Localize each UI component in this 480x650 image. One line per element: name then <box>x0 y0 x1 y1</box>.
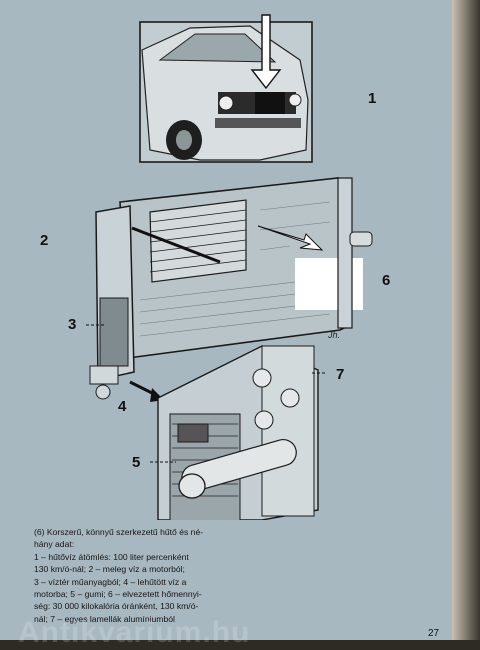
caption-line: 130 km/ó-nál; 2 – meleg víz a motorból; <box>34 564 185 575</box>
caption-line: hány adat: <box>34 539 75 550</box>
detail-inset <box>157 345 319 520</box>
car-illustration <box>139 14 313 163</box>
radiator-drawing <box>89 177 373 402</box>
radiator-illustration <box>86 14 373 520</box>
watermark: Antikvarium.hu <box>18 616 251 649</box>
page-number: 27 <box>428 628 440 639</box>
caption-line: motorba; 5 – gumi; 6 – elvezetett hőmenn… <box>34 589 202 600</box>
figure-label-4: 4 <box>118 398 127 415</box>
artist-signature: Jh. <box>328 330 341 340</box>
figure-label-6: 6 <box>382 272 391 289</box>
figure-label-5: 5 <box>132 454 141 471</box>
book-edge <box>452 0 480 640</box>
figure-label-7: 7 <box>336 366 345 383</box>
caption-line: 3 – víztér műanyagból; 4 – lehűtött víz … <box>34 576 187 587</box>
figure-label-3: 3 <box>68 316 77 333</box>
caption-line: 1 – hűtővíz átömlés: 100 liter percenkén… <box>34 551 189 562</box>
figure-label-1: 1 <box>368 90 377 107</box>
figure-label-2: 2 <box>40 232 49 249</box>
caption-line: nál; 7 – egyes lamellák alumíniumból <box>34 613 175 624</box>
caption-line: ség: 30 000 kilokalória óránként, 130 km… <box>34 601 199 612</box>
caption-line: (6) Korszerű, könnyű szerkezetű hűtő és … <box>34 527 204 537</box>
book-page: 1 2 3 4 5 6 7 Jh. (6) Korszerű, könnyű s… <box>0 0 452 649</box>
figure-caption: (6) Korszerű, könnyű szerkezetű hűtő és … <box>34 526 424 625</box>
